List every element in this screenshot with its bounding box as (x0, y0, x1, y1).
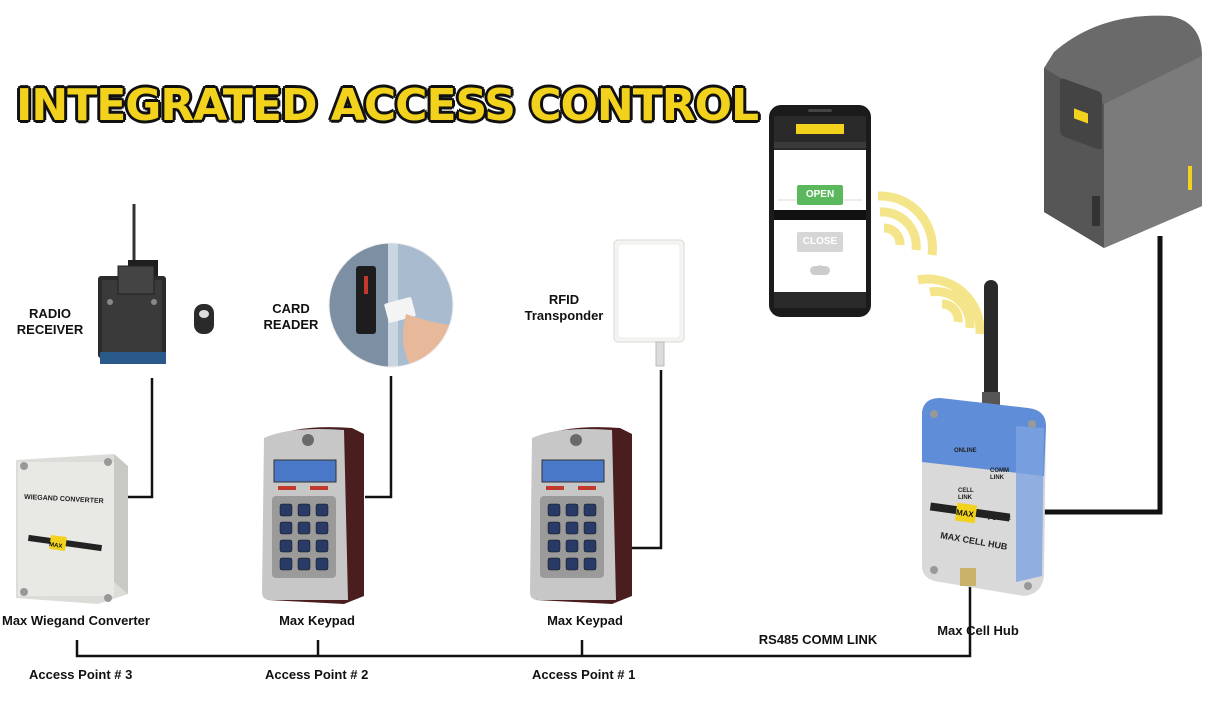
access-point-2: Access Point # 2 (265, 667, 369, 682)
label-cell-hub: Max Cell Hub (937, 623, 1019, 638)
hub-power-label: POWER (988, 516, 1011, 522)
signal-arc-upper-1 (883, 223, 905, 246)
label-rs485-comm-link: RS485 COMM LINK (758, 632, 878, 647)
wire-rfid-to-keypad1 (630, 370, 663, 550)
page-title: INTEGRATED ACCESS CONTROL (16, 80, 759, 131)
label-radio-receiver: RADIO RECEIVER (16, 306, 84, 337)
rfid-transponder-device (613, 239, 685, 367)
smartphone-app (769, 105, 871, 317)
hub-cell-label: CELL LINK (958, 488, 974, 501)
phone-close-button[interactable]: CLOSE (797, 232, 843, 252)
wire-radio-to-converter (128, 378, 154, 499)
card-reader-device (328, 242, 454, 368)
signal-arc-lower-1 (941, 299, 963, 323)
gate-operator-device (1044, 15, 1202, 248)
keypad-device-1 (530, 427, 632, 604)
key-fob-icon (194, 304, 214, 334)
label-keypad-1: Max Keypad (547, 613, 623, 628)
wire-rs485-bus (75, 585, 972, 658)
label-wiegand-converter: Max Wiegand Converter (2, 613, 150, 628)
label-card-reader: CARD READER (263, 301, 319, 332)
signal-arc-upper-2 (879, 207, 921, 251)
keypad-device-2 (262, 427, 364, 604)
access-point-1: Access Point # 1 (532, 667, 636, 682)
hub-online-label: ONLINE (954, 448, 977, 454)
wire-gate-to-hub (1040, 236, 1163, 515)
label-rfid-transponder: RFID Transponder (524, 292, 604, 323)
wire-card-to-keypad2 (365, 376, 393, 499)
label-keypad-2: Max Keypad (279, 613, 355, 628)
signal-arc-upper-3 (877, 191, 937, 256)
phone-open-button[interactable]: OPEN (797, 185, 843, 205)
signal-arc-lower-3 (917, 274, 985, 335)
wiegand-converter-device (16, 454, 128, 604)
signal-arc-lower-2 (929, 286, 975, 329)
radio-receiver-device (98, 204, 214, 364)
access-point-3: Access Point # 3 (29, 667, 133, 682)
hub-comm-label: COMM LINK (990, 468, 1009, 481)
cell-hub-device (922, 280, 1046, 596)
